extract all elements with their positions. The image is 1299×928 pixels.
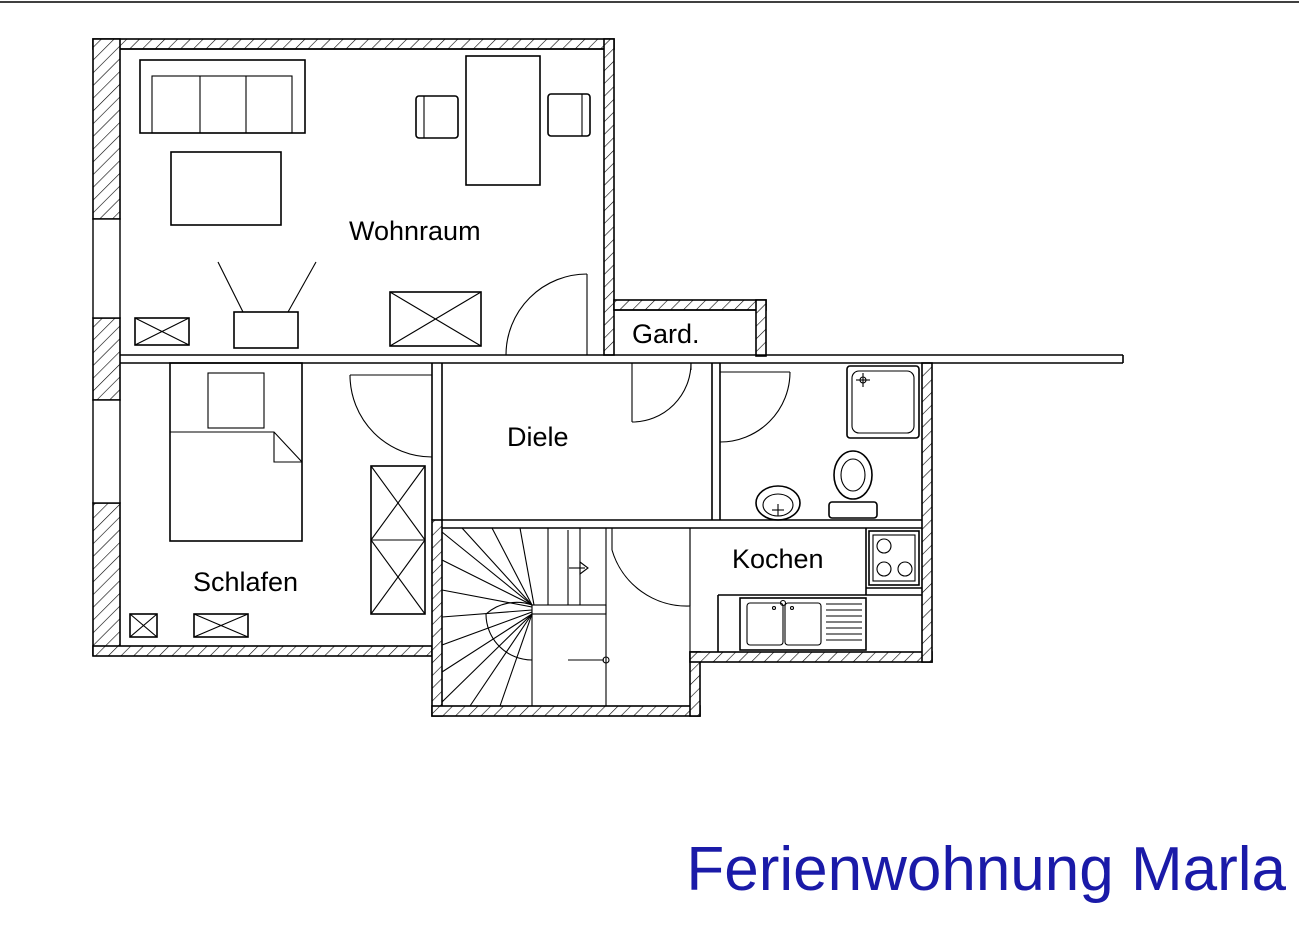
room-label-diele: Diele: [507, 422, 569, 452]
room-label-gard: Gard.: [632, 319, 700, 349]
schlafen-furniture: [129, 362, 433, 638]
exterior-walls: [92, 38, 933, 717]
diele-doors: [631, 362, 692, 423]
wohnraum-furniture: [134, 55, 591, 356]
staircase: [441, 527, 610, 707]
room-label-kochen: Kochen: [732, 544, 824, 574]
plan-title: Ferienwohnung Marla: [686, 835, 1286, 904]
room-label-wohnraum: Wohnraum: [349, 216, 481, 246]
room-label-schlafen: Schlafen: [193, 567, 298, 597]
kitchen-fixtures: [611, 528, 922, 652]
bathroom-fixtures: [719, 365, 920, 521]
interior-walls: [120, 48, 1124, 706]
